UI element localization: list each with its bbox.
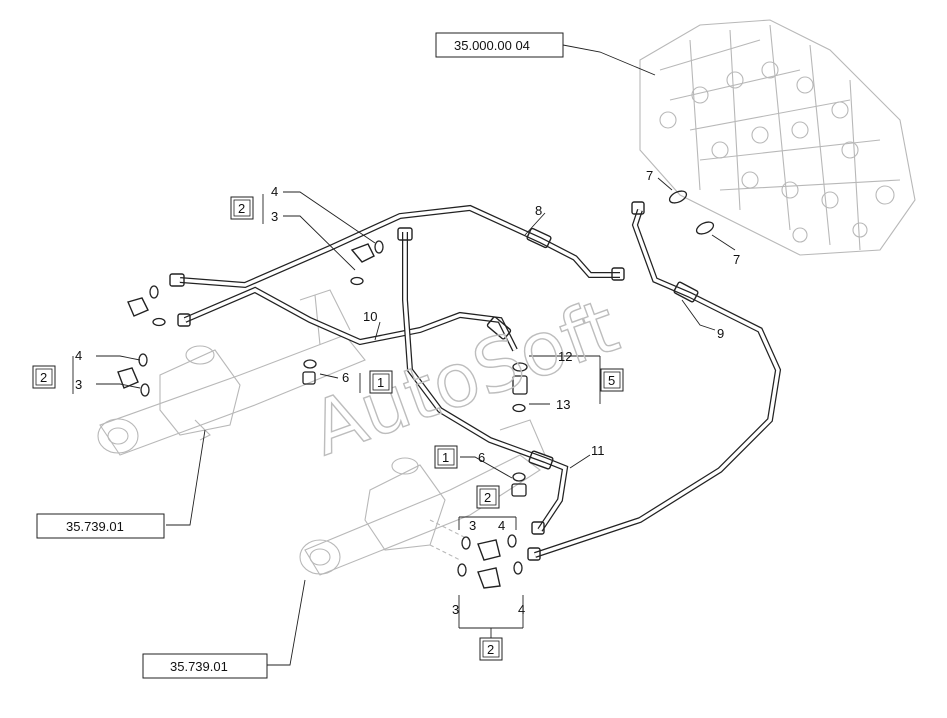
callout-4: 4 bbox=[271, 184, 278, 199]
callout-3: 3 bbox=[271, 209, 278, 224]
fittings-and-orings bbox=[117, 190, 715, 589]
callout-4: 4 bbox=[498, 518, 505, 533]
kit-box-2[interactable]: 2 bbox=[32, 365, 56, 389]
kit-box-2[interactable]: 2 bbox=[230, 196, 254, 220]
callout-labels: 8 9 10 11 12 13 7 7 4 3 4 3 6 6 3 4 3 4 bbox=[75, 168, 740, 617]
kit-box-1[interactable]: 1 bbox=[434, 445, 458, 469]
reference-label: 35.000.00 04 bbox=[454, 38, 530, 53]
pipe-nuts bbox=[169, 201, 699, 561]
watermark: AutoSoft bbox=[300, 282, 629, 473]
pipe-8 bbox=[179, 204, 620, 289]
reference-box-valve[interactable]: 35.000.00 04 bbox=[435, 32, 564, 58]
callout-3: 3 bbox=[469, 518, 476, 533]
pipe-11 bbox=[402, 232, 569, 532]
callout-12: 12 bbox=[558, 349, 572, 364]
bottom-cylinder-illustration bbox=[299, 419, 546, 576]
kit-number: 2 bbox=[238, 201, 245, 216]
callout-8: 8 bbox=[535, 203, 542, 218]
reference-label: 35.739.01 bbox=[66, 519, 124, 534]
reference-label: 35.739.01 bbox=[170, 659, 228, 674]
reference-box-cylinder-bottom[interactable]: 35.739.01 bbox=[142, 653, 268, 679]
callout-10: 10 bbox=[363, 309, 377, 324]
kit-box-1[interactable]: 1 bbox=[369, 370, 393, 394]
callout-9: 9 bbox=[717, 326, 724, 341]
callout-3: 3 bbox=[452, 602, 459, 617]
callout-3: 3 bbox=[75, 377, 82, 392]
reference-box-cylinder-left[interactable]: 35.739.01 bbox=[36, 513, 165, 539]
callout-6: 6 bbox=[342, 370, 349, 385]
callout-13: 13 bbox=[556, 397, 570, 412]
left-cylinder-illustration bbox=[97, 289, 366, 456]
callout-6: 6 bbox=[478, 450, 485, 465]
kit-box-2[interactable]: 2 bbox=[479, 637, 503, 661]
kit-number: 1 bbox=[442, 450, 449, 465]
control-valve-illustration bbox=[639, 19, 916, 256]
kit-box-2[interactable]: 2 bbox=[476, 485, 500, 509]
leader-lines bbox=[72, 44, 736, 666]
kit-number: 2 bbox=[487, 642, 494, 657]
pipe-10 bbox=[183, 286, 518, 352]
kit-box-5[interactable]: 5 bbox=[600, 368, 624, 392]
kit-number: 5 bbox=[608, 373, 615, 388]
callout-7: 7 bbox=[733, 252, 740, 267]
pipe-9 bbox=[534, 209, 782, 558]
callout-4: 4 bbox=[75, 348, 82, 363]
callout-7: 7 bbox=[646, 168, 653, 183]
watermark-text: AutoSoft bbox=[301, 283, 629, 473]
kit-number: 2 bbox=[40, 370, 47, 385]
callout-11: 11 bbox=[591, 443, 605, 458]
kit-number: 2 bbox=[484, 490, 491, 505]
kit-number: 1 bbox=[377, 375, 384, 390]
callout-4: 4 bbox=[518, 602, 525, 617]
